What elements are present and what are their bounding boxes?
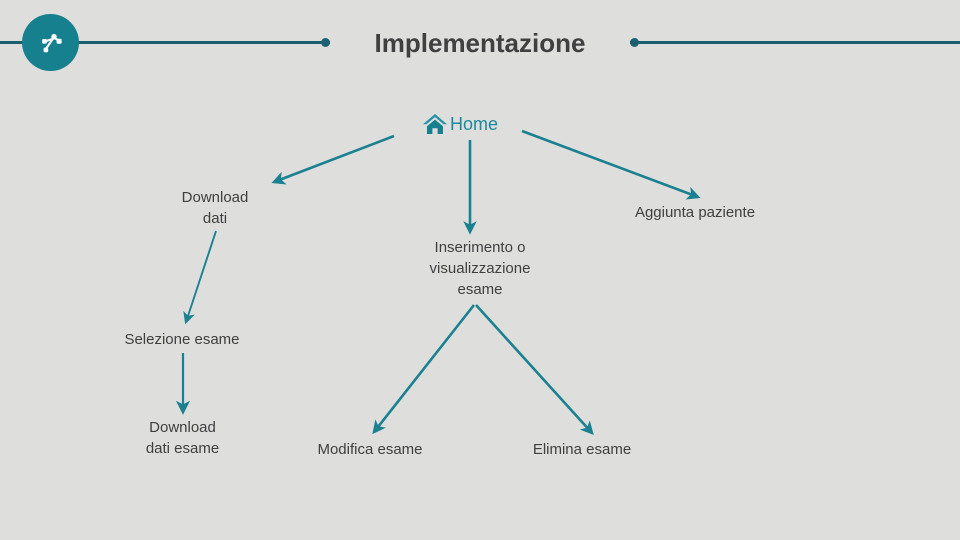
node-selezione-esame[interactable]: Selezione esame — [124, 331, 240, 348]
node-inserimento-visualizzazione-esame[interactable]: Inserimento o visualizzazione esame — [429, 239, 531, 298]
page-title: Implementazione — [374, 28, 586, 58]
header-rule-left — [0, 41, 330, 44]
node-download-dati-esame[interactable]: Download dati esame — [145, 419, 220, 457]
logo-badge — [22, 14, 79, 71]
header-dot-left — [321, 38, 330, 47]
edge-home-to-aggiunta — [521, 129, 701, 200]
network-nodes-icon — [35, 27, 67, 59]
node-aggiunta-paziente[interactable]: Aggiunta paziente — [634, 204, 756, 221]
node-home-label: Home — [449, 114, 498, 134]
edge-inserimento-to-modifica — [372, 304, 476, 435]
edge-home-to-download-dati — [271, 134, 395, 185]
node-download-dati[interactable]: Download dati — [181, 189, 249, 227]
node-modifica-esame[interactable]: Modifica esame — [317, 441, 423, 458]
home-icon — [422, 112, 448, 136]
edge-download-dati-to-selezione — [183, 230, 217, 325]
header-rule-right — [630, 41, 960, 44]
edge-inserimento-to-elimina — [475, 304, 594, 436]
node-elimina-esame[interactable]: Elimina esame — [532, 441, 632, 458]
node-home[interactable]: Home — [405, 112, 515, 136]
